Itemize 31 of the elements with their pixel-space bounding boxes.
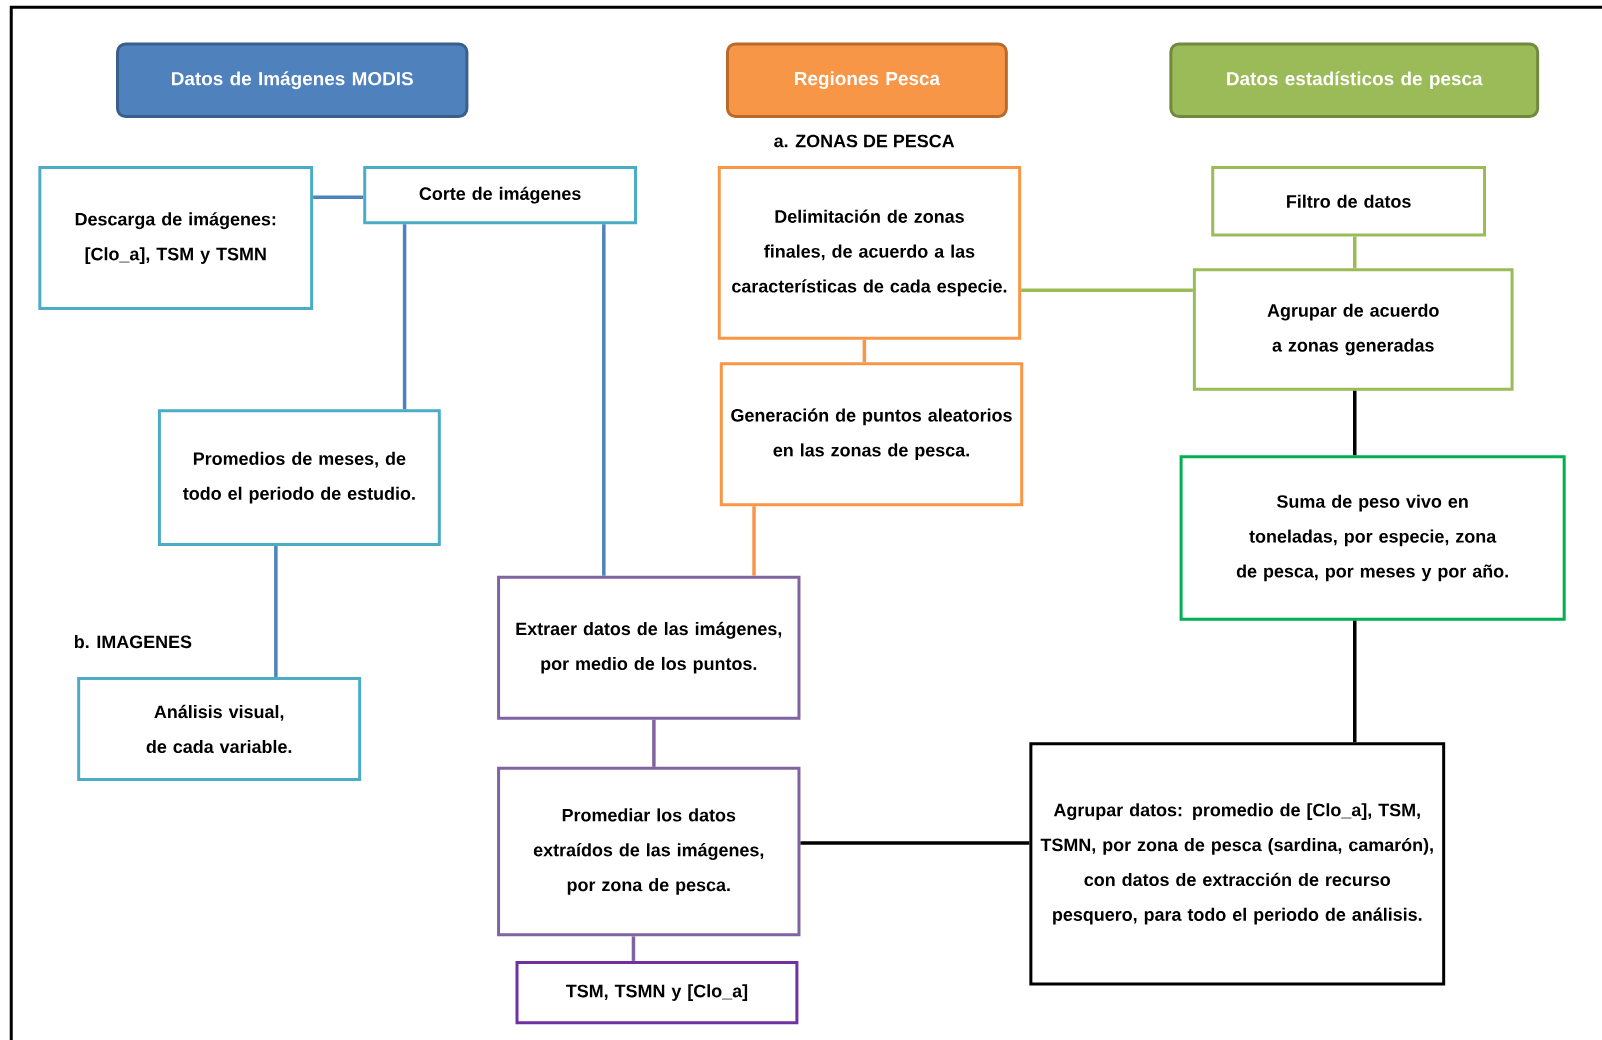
header-box: Datos estadísticos de pesca [1169,42,1540,118]
connector-line [274,546,278,677]
process-box: Delimitación de zonas finales, de acuerdo a las características de cada especie. [717,166,1022,340]
connector-line [800,841,1030,845]
process-box: Agrupar datos: promedio de [Clo_a], TSM, TSMN, por zona de pesca (sardina, camarón), con datos de extracción de recurso pesquero, para todo el periodo de análisis. [1029,742,1446,986]
connector-line [1353,620,1357,743]
process-box: Descarga de imágenes: [Clo_a], TSM y TSMN [38,166,314,310]
process-box: TSM, TSMN y [Clo_a] [515,960,799,1025]
connector-line [313,195,364,199]
process-box: Suma de peso vivo en toneladas, por especie, zona de pesca, por meses y por año. [1179,455,1566,621]
connector-line [862,339,867,363]
connector-line [752,506,756,576]
process-box: Extraer datos de las imágenes, por medio de los puntos. [497,575,801,720]
process-box: Promedios de meses, de todo el periodo de estudio. [157,409,441,546]
connector-line [652,719,656,767]
connector-line [1353,236,1357,269]
process-box: Generación de puntos aleatorios en las zonas de pesca. [719,362,1024,507]
process-box: Promediar los datos extraídos de las imágenes, por zona de pesca. [497,766,801,937]
header-box: Datos de Imágenes MODIS [116,42,469,118]
header-box: Regiones Pesca [725,42,1008,118]
process-box: Corte de imágenes [363,166,637,225]
process-box: Agrupar de acuerdo a zonas generadas [1192,268,1514,391]
connector-line [402,224,407,410]
process-box: Análisis visual, de cada variable. [77,676,362,781]
process-box: Filtro de datos [1211,166,1487,237]
section-label: b. IMAGENES [74,635,192,649]
connector-line [602,224,606,576]
section-label: a. ZONAS DE PESCA [774,134,955,148]
connector-line [1021,288,1193,292]
connector-line [1353,390,1357,456]
connector-line [631,936,636,961]
